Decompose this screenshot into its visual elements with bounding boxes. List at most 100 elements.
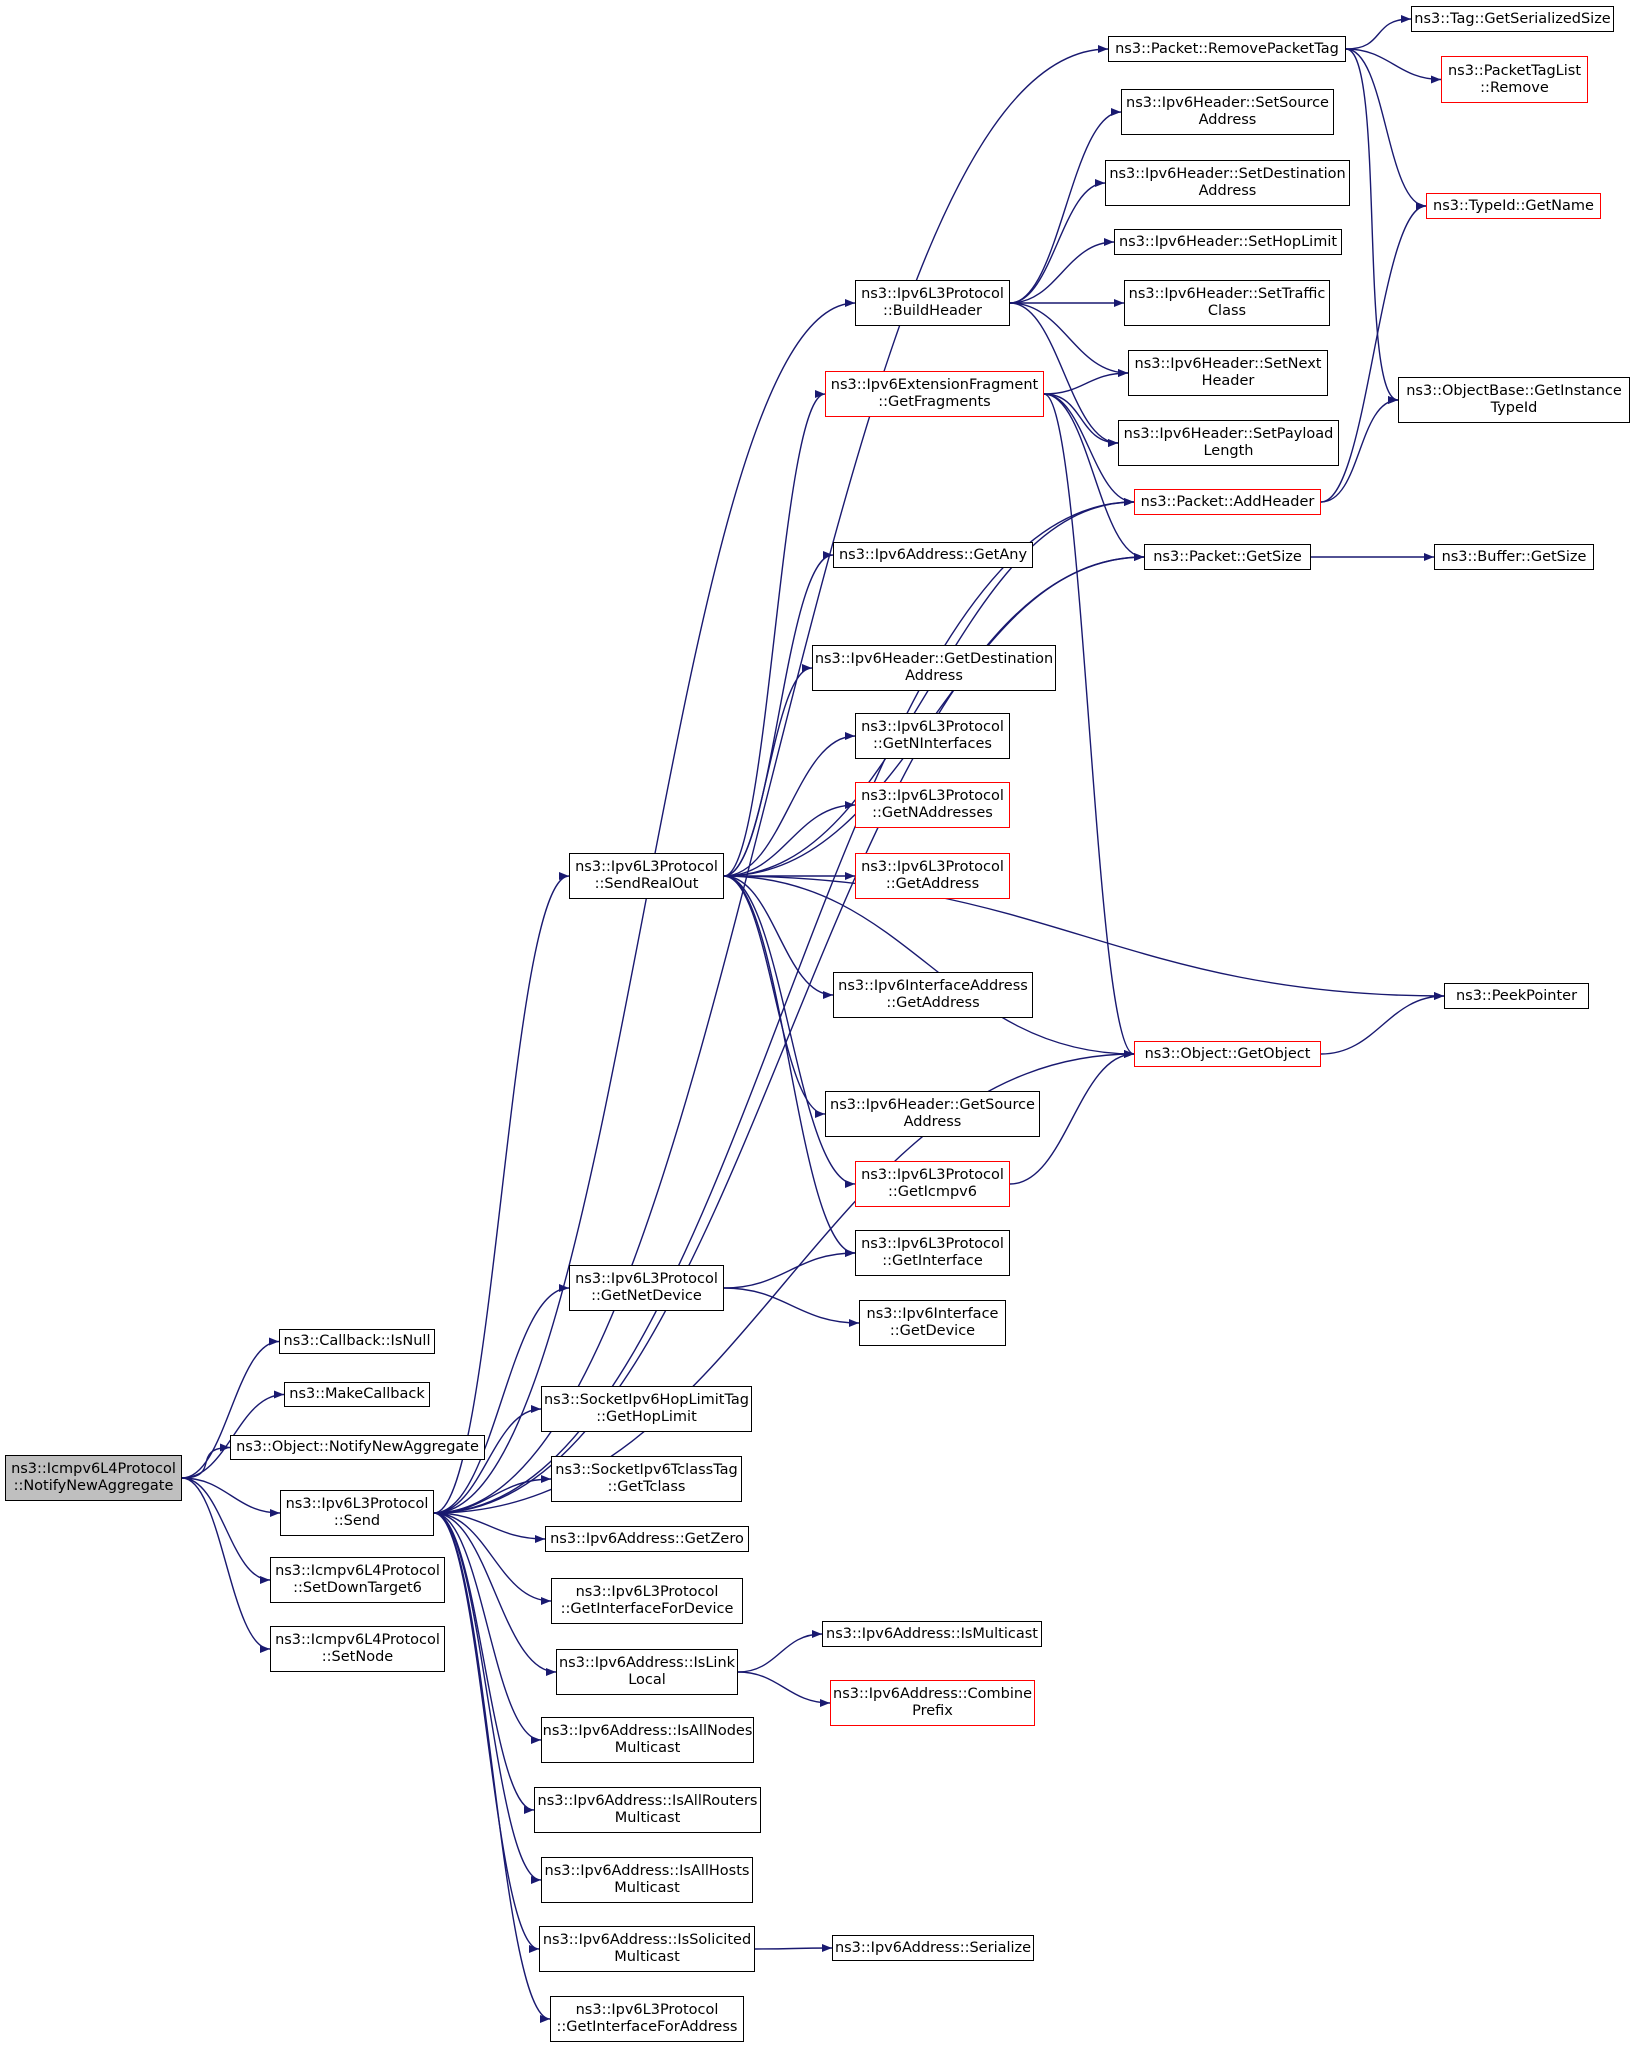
- node-set-payload[interactable]: ns3::Ipv6Header::SetPayload Length: [1118, 420, 1339, 466]
- edge-sendReal-to-getIcmp: [723, 875, 856, 1188]
- node-set-hop[interactable]: ns3::Ipv6Header::SetHopLimit: [1114, 229, 1342, 255]
- edge-buildHdr-to-setHop: [1009, 238, 1115, 304]
- edge-sendReal-to-getFrags: [723, 390, 826, 877]
- edge-solicited-to-serialize: [754, 1944, 833, 1953]
- node-iface-dev[interactable]: ns3::Ipv6Interface ::GetDevice: [859, 1300, 1006, 1346]
- edge-getIcmp-to-getObject: [1009, 1050, 1135, 1185]
- node-get-frags[interactable]: ns3::Ipv6ExtensionFragment ::GetFragment…: [825, 371, 1044, 417]
- node-add-header[interactable]: ns3::Packet::AddHeader: [1134, 489, 1321, 515]
- node-set-down[interactable]: ns3::Icmpv6L4Protocol ::SetDownTarget6: [270, 1557, 445, 1603]
- edge-addHeader-to-typeName: [1320, 202, 1427, 503]
- node-l3send[interactable]: ns3::Ipv6L3Protocol ::Send: [280, 1490, 434, 1536]
- edge-l3Send-to-solicited: [433, 1512, 540, 1953]
- edge-l3Send-to-sendReal: [433, 872, 570, 1514]
- node-send-real[interactable]: ns3::Ipv6L3Protocol ::SendRealOut: [569, 853, 724, 899]
- edge-sendReal-to-getDstAddr: [723, 664, 813, 877]
- edge-removeTag-to-tagListRemove: [1345, 48, 1442, 84]
- node-cb-is-null[interactable]: ns3::Callback::IsNull: [279, 1329, 435, 1354]
- node-hop-tag[interactable]: ns3::SocketIpv6HopLimitTag ::GetHopLimit: [541, 1386, 752, 1432]
- node-get-any[interactable]: ns3::Ipv6Address::GetAny: [833, 542, 1033, 568]
- edge-getNetDev-to-ifaceDev: [723, 1287, 860, 1327]
- edge-l3Send-to-tclassTag: [433, 1475, 552, 1514]
- edge-buildHdr-to-setSrc: [1009, 108, 1122, 304]
- edge-l3Send-to-allRouters: [433, 1512, 535, 1814]
- node-l3get-addr[interactable]: ns3::Ipv6L3Protocol ::GetAddress: [855, 853, 1010, 899]
- edge-getFrags-to-setPayload: [1043, 393, 1119, 447]
- edge-sendReal-to-getNAddr: [723, 801, 856, 877]
- edge-root-to-cbIsNull: [181, 1337, 280, 1479]
- edge-root-to-l3Send: [181, 1477, 281, 1517]
- node-pkt-size[interactable]: ns3::Packet::GetSize: [1144, 544, 1311, 570]
- node-type-name[interactable]: ns3::TypeId::GetName: [1426, 193, 1601, 219]
- node-set-dst[interactable]: ns3::Ipv6Header::SetDestination Address: [1105, 160, 1350, 206]
- node-get-object[interactable]: ns3::Object::GetObject: [1134, 1041, 1321, 1067]
- edge-l3Send-to-ifForAddr: [433, 1512, 551, 2023]
- edge-l3Send-to-allHosts: [433, 1512, 542, 1884]
- node-set-node[interactable]: ns3::Icmpv6L4Protocol ::SetNode: [270, 1626, 445, 1672]
- edge-isLinkLocal-to-combine: [737, 1671, 831, 1707]
- node-get-zero[interactable]: ns3::Ipv6Address::GetZero: [545, 1526, 749, 1552]
- edge-l3Send-to-isLinkLocal: [433, 1512, 557, 1676]
- node-tclass-tag[interactable]: ns3::SocketIpv6TclassTag ::GetTclass: [551, 1456, 742, 1502]
- node-remove-tag[interactable]: ns3::Packet::RemovePacketTag: [1108, 36, 1346, 62]
- node-get-nif[interactable]: ns3::Ipv6L3Protocol ::GetNInterfaces: [855, 713, 1010, 759]
- edge-addHeader-to-objBaseTid: [1320, 396, 1399, 503]
- node-get-iface[interactable]: ns3::Ipv6L3Protocol ::GetInterface: [855, 1230, 1010, 1276]
- node-solicited[interactable]: ns3::Ipv6Address::IsSolicited Multicast: [539, 1926, 755, 1972]
- node-get-dst-addr[interactable]: ns3::Ipv6Header::GetDestination Address: [812, 645, 1056, 691]
- edge-removeTag-to-objBaseTid: [1345, 48, 1399, 404]
- node-get-src-addr[interactable]: ns3::Ipv6Header::GetSource Address: [825, 1091, 1040, 1137]
- node-get-net-dev[interactable]: ns3::Ipv6L3Protocol ::GetNetDevice: [569, 1265, 724, 1311]
- node-all-routers[interactable]: ns3::Ipv6Address::IsAllRouters Multicast: [534, 1787, 761, 1833]
- edge-sendReal-to-ifaceAddr: [723, 875, 834, 999]
- node-obj-base-tid[interactable]: ns3::ObjectBase::GetInstance TypeId: [1398, 377, 1630, 423]
- edge-getFrags-to-setNext: [1043, 369, 1129, 395]
- edge-l3Send-to-allNodes: [433, 1512, 542, 1744]
- edge-sendReal-to-getObject: [723, 875, 1135, 1058]
- node-peek[interactable]: ns3::PeekPointer: [1444, 983, 1589, 1009]
- node-iface-addr[interactable]: ns3::Ipv6InterfaceAddress ::GetAddress: [833, 972, 1033, 1018]
- edge-sendReal-to-getSrcAddr: [723, 875, 826, 1118]
- edge-root-to-setDown: [181, 1477, 271, 1584]
- node-build-hdr[interactable]: ns3::Ipv6L3Protocol ::BuildHeader: [855, 280, 1010, 326]
- edge-sendReal-to-getNIf: [723, 732, 856, 877]
- node-is-link-local[interactable]: ns3::Ipv6Address::IsLink Local: [556, 1649, 738, 1695]
- node-set-traffic[interactable]: ns3::Ipv6Header::SetTraffic Class: [1124, 280, 1330, 326]
- edge-sendReal-to-getIface: [723, 875, 856, 1257]
- node-tag-size[interactable]: ns3::Tag::GetSerializedSize: [1411, 6, 1614, 32]
- node-get-naddr[interactable]: ns3::Ipv6L3Protocol ::GetNAddresses: [855, 782, 1010, 828]
- node-combine[interactable]: ns3::Ipv6Address::Combine Prefix: [830, 1680, 1035, 1726]
- edge-buildHdr-to-setNext: [1009, 302, 1129, 377]
- edge-root-to-objNotify: [181, 1443, 231, 1479]
- edge-l3Send-to-pktSize: [433, 553, 1145, 1514]
- edge-buildHdr-to-setPayload: [1009, 302, 1119, 447]
- edge-removeTag-to-tagSize: [1345, 15, 1412, 50]
- node-root[interactable]: ns3::Icmpv6L4Protocol ::NotifyNewAggrega…: [5, 1455, 182, 1501]
- node-if-for-dev[interactable]: ns3::Ipv6L3Protocol ::GetInterfaceForDev…: [551, 1578, 743, 1624]
- edge-l3Send-to-hopTag: [433, 1405, 542, 1514]
- node-all-nodes[interactable]: ns3::Ipv6Address::IsAllNodes Multicast: [541, 1717, 754, 1763]
- edge-getFrags-to-pktSize: [1043, 393, 1145, 561]
- edge-l3Send-to-removeTag: [433, 45, 1109, 1514]
- node-serialize[interactable]: ns3::Ipv6Address::Serialize: [832, 1935, 1034, 1961]
- node-set-src[interactable]: ns3::Ipv6Header::SetSource Address: [1121, 89, 1334, 135]
- node-get-icmp[interactable]: ns3::Ipv6L3Protocol ::GetIcmpv6: [855, 1161, 1010, 1207]
- node-tag-list-remove[interactable]: ns3::PacketTagList ::Remove: [1441, 56, 1588, 103]
- edge-l3Send-to-ifForDev: [433, 1512, 552, 1605]
- edge-sendReal-to-peek: [723, 875, 1445, 1000]
- edge-getObject-to-peek: [1320, 992, 1445, 1055]
- node-make-cb[interactable]: ns3::MakeCallback: [284, 1382, 430, 1407]
- edge-isLinkLocal-to-isMulticast: [737, 1630, 823, 1673]
- edge-l3Send-to-buildHdr: [433, 299, 856, 1514]
- node-buf-size[interactable]: ns3::Buffer::GetSize: [1434, 544, 1594, 570]
- node-set-next[interactable]: ns3::Ipv6Header::SetNext Header: [1128, 350, 1328, 396]
- edge-root-to-setNode: [181, 1477, 271, 1653]
- node-if-for-addr[interactable]: ns3::Ipv6L3Protocol ::GetInterfaceForAdd…: [550, 1996, 744, 2042]
- edge-l3Send-to-getZero: [433, 1512, 546, 1543]
- edge-buildHdr-to-setDst: [1009, 179, 1106, 304]
- node-all-hosts[interactable]: ns3::Ipv6Address::IsAllHosts Multicast: [541, 1857, 753, 1903]
- node-obj-notify[interactable]: ns3::Object::NotifyNewAggregate: [230, 1435, 485, 1460]
- node-is-multicast[interactable]: ns3::Ipv6Address::IsMulticast: [822, 1621, 1042, 1647]
